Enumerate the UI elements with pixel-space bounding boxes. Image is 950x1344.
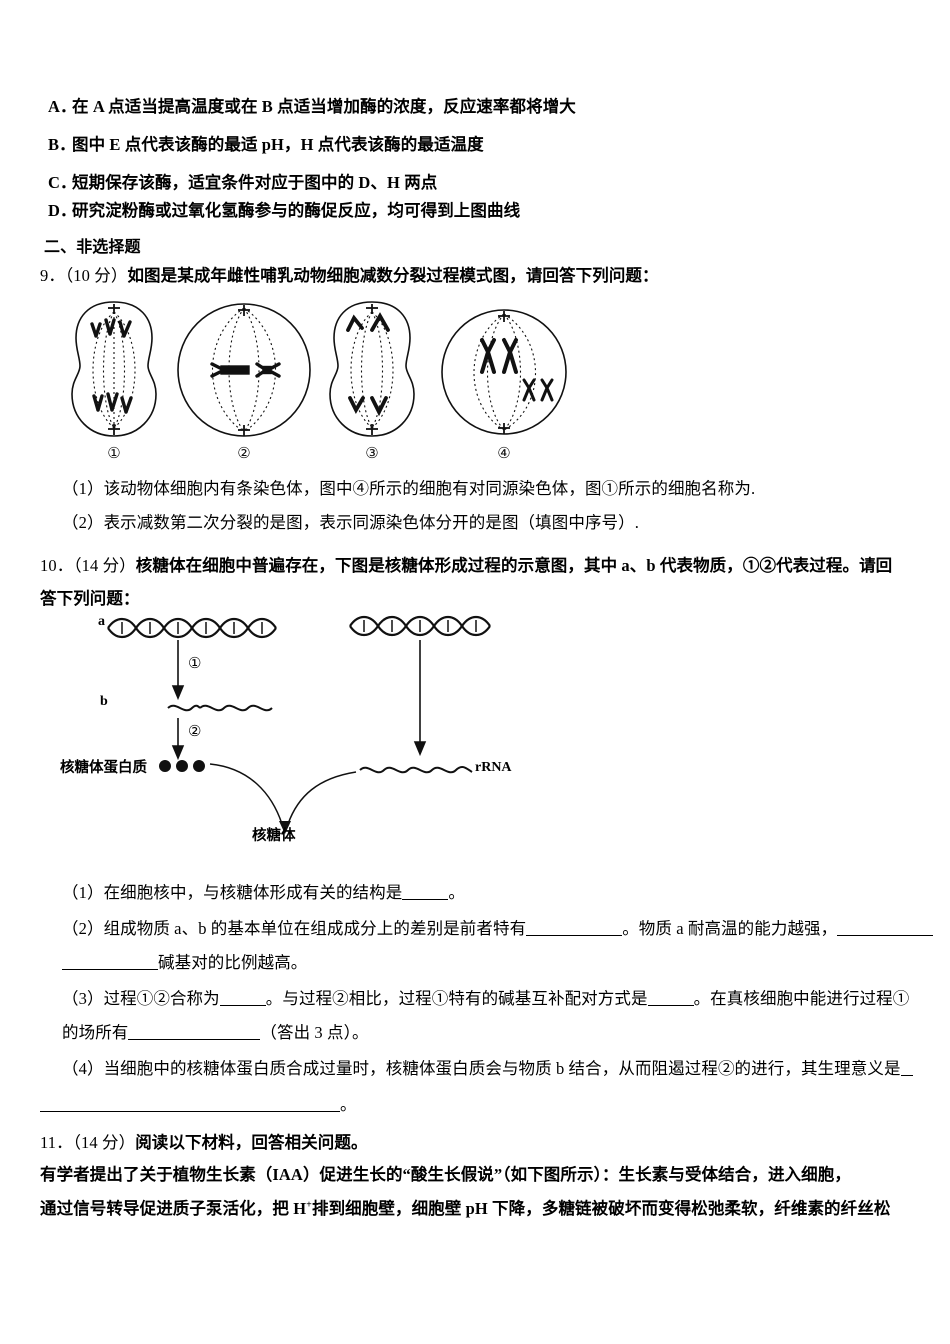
question-10-sub-4-line-2-text: 。 <box>340 1095 357 1114</box>
question-10-sub-2-line-2: 碱基对的比例越高。 <box>62 952 307 974</box>
choice-text-b: 图中 E 点代表该酶的最适 pH，H 点代表该酶的最适温度 <box>72 135 484 154</box>
question-11-stem: 11．（14 分）阅读以下材料，回答相关问题。 <box>40 1132 368 1154</box>
choice-option-a: A．在 A 点适当提高温度或在 B 点适当增加酶的浓度，反应速率都将增大 <box>48 96 576 118</box>
question-9-sub-2-text: 表示减数第二次分裂的是图，表示同源染色体分开的是图（填图中序号）. <box>103 513 639 532</box>
answer-blank[interactable] <box>900 1075 913 1076</box>
question-10-sub-3-text-a: 过程①②合称为 <box>103 989 220 1008</box>
question-11-number: 11． <box>40 1133 73 1152</box>
question-10-sub-1-label: （1） <box>62 883 104 902</box>
answer-blank[interactable] <box>837 935 934 936</box>
question-10-stem-line-2: 答下列问题： <box>40 589 140 608</box>
question-10-sub-2-text-a: 组成物质 a、b 的基本单位在组成成分上的差别是前者特有 <box>103 919 527 938</box>
cell-2-number: ② <box>237 446 250 462</box>
question-11-body-line-2-pre: 通过信号转导促进质子泵活化，把 H <box>40 1199 307 1218</box>
question-10-sub-2-label: （2） <box>62 919 104 938</box>
question-9-sub-2-label: （2） <box>62 513 104 532</box>
answer-blank[interactable] <box>647 1005 694 1006</box>
question-10-sub-1-text-a: 在细胞核中，与核糖体形成有关的结构是 <box>103 883 403 902</box>
question-11-stem-text: 阅读以下材料，回答相关问题。 <box>135 1133 368 1152</box>
choice-label-c: C． <box>48 173 77 192</box>
rrna-label: rRNA <box>475 760 512 775</box>
process-1-label: ① <box>188 656 202 672</box>
question-9-sub-1-text: 该动物体细胞内有条染色体，图中④所示的细胞有对同源染色体，图①所示的细胞名称为. <box>103 479 756 498</box>
question-10-score: （14 分） <box>73 556 136 575</box>
question-11-body-line-2-post: 排到细胞壁，细胞壁 pH 下降，多糖链被破坏而变得松弛柔软，纤维素的纤丝松 <box>311 1199 891 1218</box>
question-9-stem: 9．（10 分）如图是某成年雌性哺乳动物细胞减数分裂过程模式图，请回答下列问题： <box>40 265 659 287</box>
question-10-sub-3-text-c: 。在真核细胞中能进行过程① <box>693 989 910 1008</box>
answer-blank[interactable] <box>62 969 158 970</box>
choice-option-b: B．图中 E 点代表该酶的最适 pH，H 点代表该酶的最适温度 <box>48 134 484 156</box>
question-10-stem-line-1: 10．（14 分）核糖体在细胞中普遍存在，下图是核糖体形成过程的示意图，其中 a… <box>40 555 892 577</box>
question-9-sub-1: （1）该动物体细胞内有条染色体，图中④所示的细胞有对同源染色体，图①所示的细胞名… <box>62 478 755 500</box>
section-heading: 二、非选择题 <box>44 239 141 256</box>
question-11-score: （14 分） <box>72 1133 136 1152</box>
substance-a-label: a <box>98 614 105 629</box>
question-11-body-line-2: 通过信号转导促进质子泵活化，把 H+排到细胞壁，细胞壁 pH 下降，多糖链被破坏… <box>40 1198 890 1220</box>
question-10-sub-4-label: （4） <box>62 1059 104 1078</box>
answer-blank[interactable] <box>128 1039 261 1040</box>
answer-blank[interactable] <box>219 1005 266 1006</box>
choice-text-a: 在 A 点适当提高温度或在 B 点适当增加酶的浓度，反应速率都将增大 <box>72 97 576 116</box>
question-10-sub-3-line-2-pre: 的场所有 <box>62 1023 129 1042</box>
plus-superscript: + <box>306 1199 312 1211</box>
question-10-sub-1-text-b: 。 <box>448 883 465 902</box>
question-10-sub-4-line-2: 。 <box>40 1094 357 1116</box>
cell-3-number: ③ <box>365 446 378 462</box>
choice-text-d: 研究淀粉酶或过氧化氢酶参与的酶促反应，均可得到上图曲线 <box>72 201 521 220</box>
meiosis-process-diagram: ① <box>52 296 572 468</box>
answer-blank[interactable] <box>526 935 623 936</box>
choice-label-a: A． <box>48 97 77 116</box>
question-10-sub-3: （3）过程①②合称为 。与过程②相比，过程①特有的碱基互补配对方式是 。在真核细胞中… <box>62 988 909 1010</box>
answer-blank[interactable] <box>402 899 449 900</box>
ribosome-formation-diagram: a b ① ② 核糖体蛋白质 rRNA 核糖体 <box>60 612 540 844</box>
answer-blank[interactable] <box>40 1111 340 1112</box>
question-10-sub-3-line-2: 的场所有 （答出 3 点）。 <box>62 1022 369 1044</box>
question-11-body-line-1: 有学者提出了关于植物生长素（IAA）促进生长的“酸生长假说”（如下图所示）：生长… <box>40 1165 851 1184</box>
question-10-sub-2: （2）组成物质 a、b 的基本单位在组成成分上的差别是前者特有 。物质 a 耐高温… <box>62 918 934 940</box>
question-10-sub-3-line-2-post: （答出 3 点）。 <box>260 1023 369 1042</box>
choice-label-d: D． <box>48 201 77 220</box>
cell-1-number: ① <box>107 446 120 462</box>
question-10-sub-2-line-2-text: 碱基对的比例越高。 <box>158 953 308 972</box>
question-10-sub-4-text: 当细胞中的核糖体蛋白质合成过量时，核糖体蛋白质会与物质 b 结合，从而阻遏过程②… <box>103 1059 901 1078</box>
ribosomal-protein-label: 核糖体蛋白质 <box>60 760 147 776</box>
question-10-sub-3-label: （3） <box>62 989 104 1008</box>
question-10-sub-1: （1）在细胞核中，与核糖体形成有关的结构是 。 <box>62 882 465 904</box>
question-10-sub-3-text-b: 。与过程②相比，过程①特有的碱基互补配对方式是 <box>265 989 648 1008</box>
substance-b-label: b <box>100 694 108 709</box>
cell-4-number: ④ <box>497 446 510 462</box>
question-9-number: 9． <box>40 266 65 285</box>
ribosome-label: 核糖体 <box>252 828 296 844</box>
question-10-number: 10． <box>40 556 74 575</box>
choice-option-c: C．短期保存该酶，适宜条件对应于图中的 D、H 两点 <box>48 172 437 194</box>
question-10-sub-4: （4）当细胞中的核糖体蛋白质合成过量时，核糖体蛋白质会与物质 b 结合，从而阻遏… <box>62 1058 913 1080</box>
question-9-stem-text: 如图是某成年雌性哺乳动物细胞减数分裂过程模式图，请回答下列问题： <box>127 266 659 285</box>
question-9-sub-2: （2）表示减数第二次分裂的是图，表示同源染色体分开的是图（填图中序号）. <box>62 512 639 534</box>
process-2-label: ② <box>188 724 202 740</box>
question-9-sub-1-label: （1） <box>62 479 104 498</box>
question-10-sub-2-text-b: 。物质 a 耐高温的能力越强， <box>622 919 838 938</box>
choice-option-d: D．研究淀粉酶或过氧化氢酶参与的酶促反应，均可得到上图曲线 <box>48 200 520 222</box>
question-9-score: （10 分） <box>64 266 128 285</box>
choice-label-b: B． <box>48 135 76 154</box>
question-10-stem-text: 核糖体在细胞中普遍存在，下图是核糖体形成过程的示意图，其中 a、b 代表物质，①… <box>135 556 893 575</box>
choice-text-c: 短期保存该酶，适宜条件对应于图中的 D、H 两点 <box>72 173 438 192</box>
